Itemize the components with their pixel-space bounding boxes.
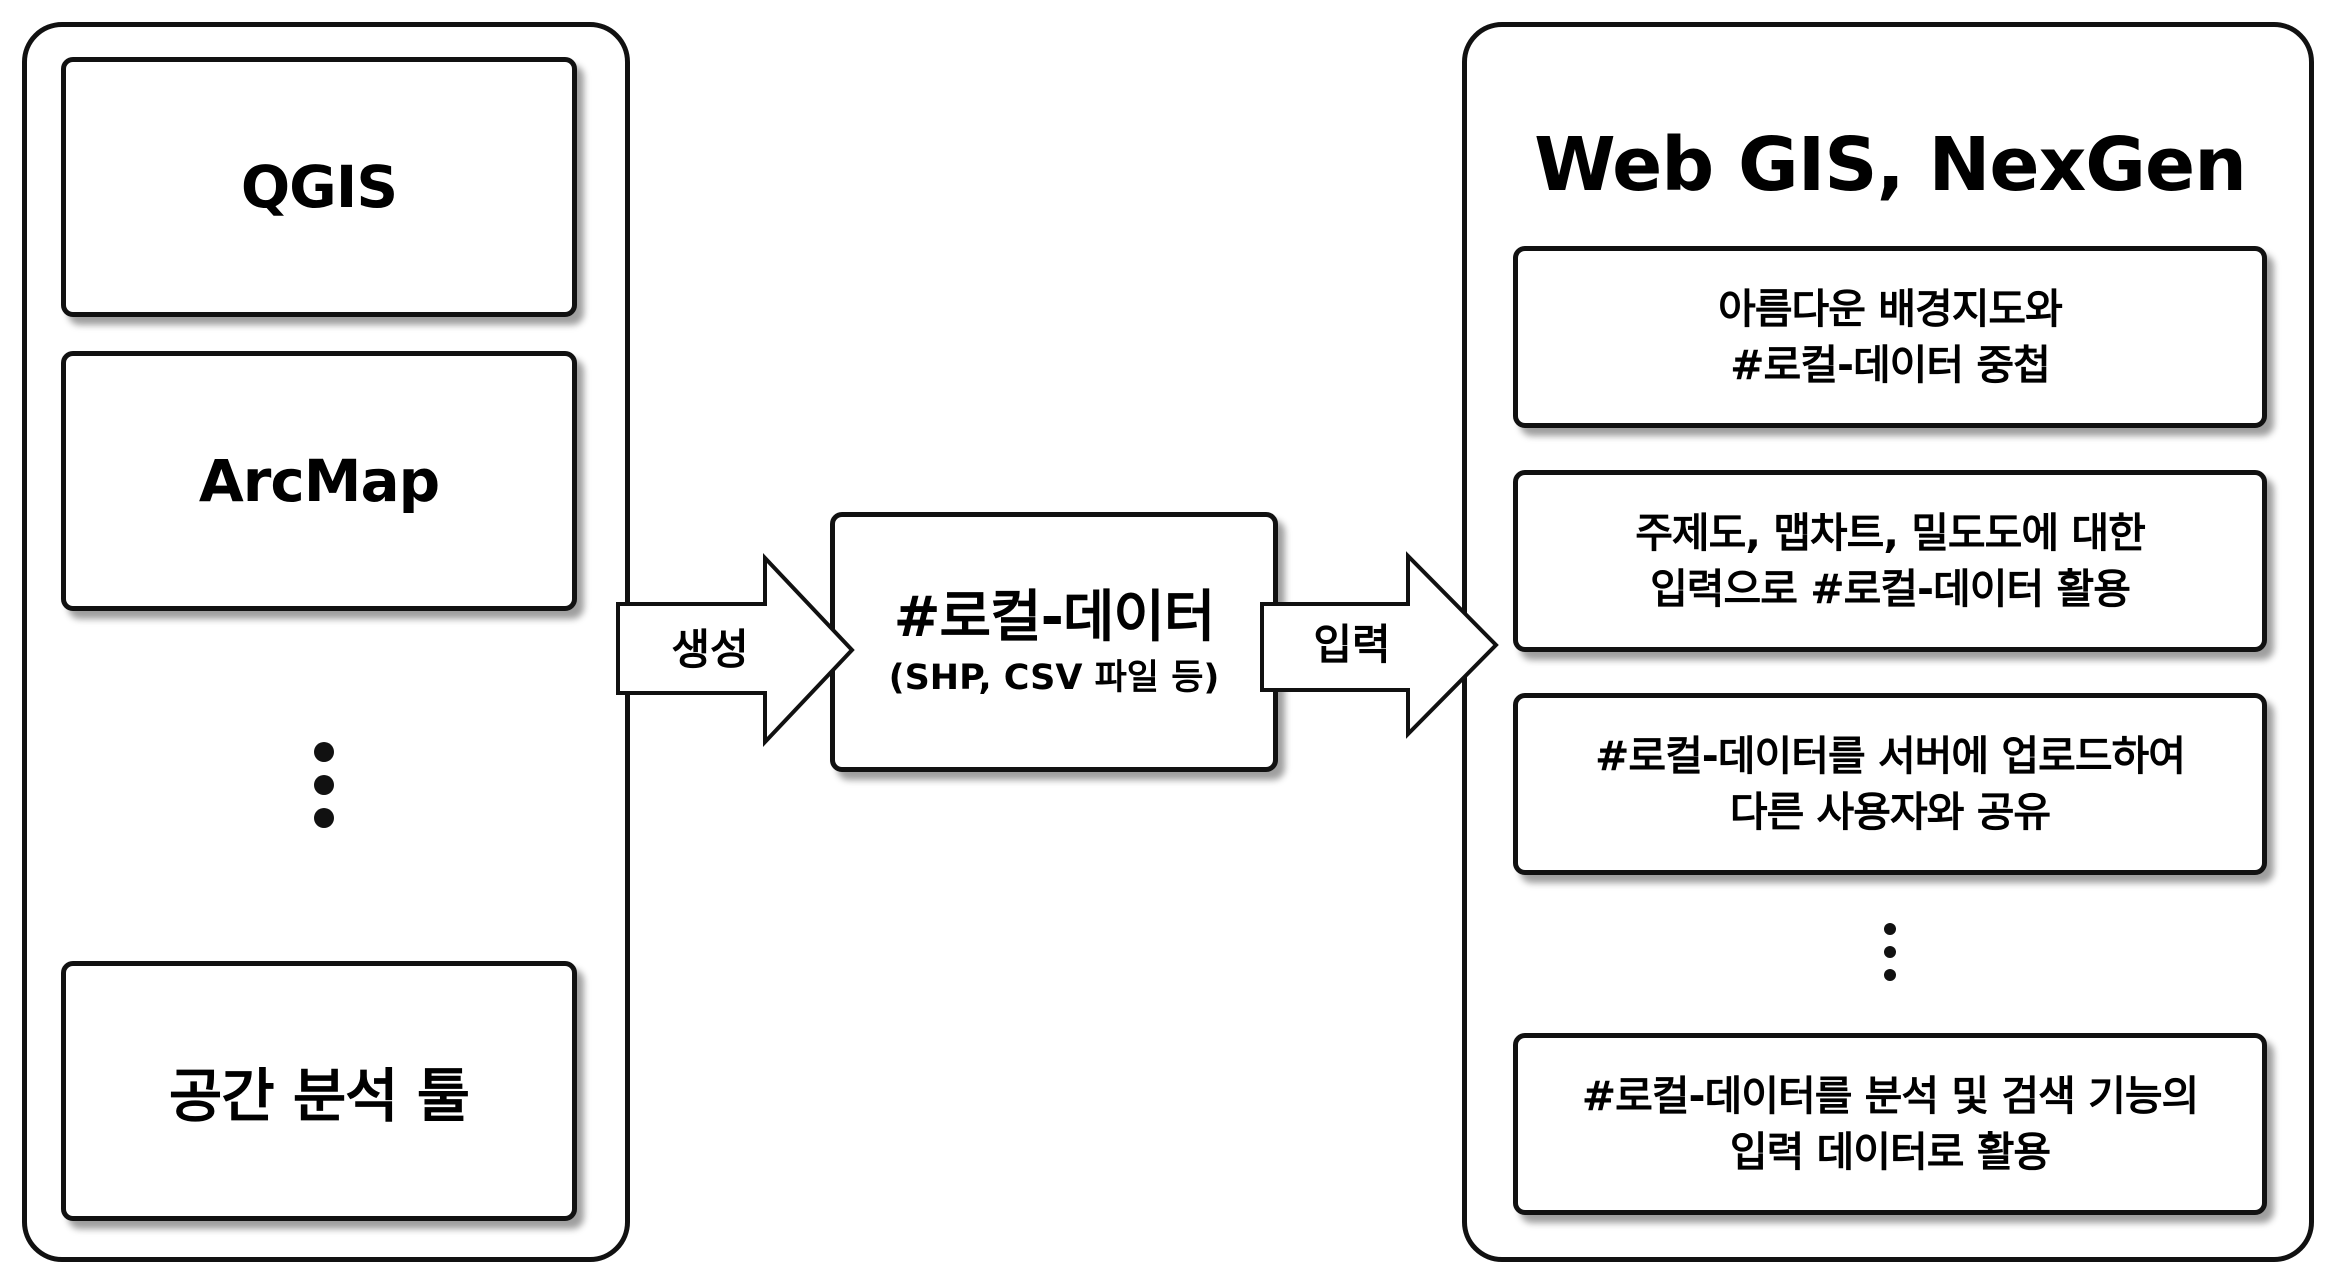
feature-box-basemap-overlay: 아름다운 배경지도와 #로컬-데이터 중첩 (1513, 246, 2267, 428)
feature-line: #로컬-데이터를 분석 및 검색 기능의 (1581, 1072, 2200, 1120)
tool-box-spatial-analysis: 공간 분석 툴 (61, 961, 577, 1221)
feature-box-analysis-search: #로컬-데이터를 분석 및 검색 기능의 입력 데이터로 활용 (1513, 1033, 2267, 1215)
ellipsis-icon (314, 742, 334, 828)
tool-box-arcmap: ArcMap (61, 351, 577, 611)
tool-box-qgis: QGIS (61, 57, 577, 317)
tool-label-arcmap: ArcMap (198, 447, 440, 515)
local-data-subtitle: (SHP, CSV 파일 등) (888, 658, 1220, 698)
tool-label-qgis: QGIS (240, 153, 398, 221)
local-data-title: #로컬-데이터 (893, 585, 1216, 650)
input-arrow-icon (1260, 551, 1499, 739)
generate-arrow-icon (616, 552, 855, 748)
ellipsis-icon (1884, 923, 1896, 981)
feature-line: 입력으로 #로컬-데이터 활용 (1650, 565, 2131, 613)
feature-line: 입력 데이터로 활용 (1729, 1128, 2051, 1176)
feature-line: 아름다운 배경지도와 (1718, 285, 2063, 333)
input-arrow-label: 입력 (1313, 620, 1391, 669)
feature-line: 다른 사용자와 공유 (1729, 788, 2051, 836)
webgis-title: Web GIS, NexGen (1534, 122, 2247, 208)
generate-arrow-label: 생성 (671, 625, 749, 674)
tool-label-spatial-analysis: 공간 분석 툴 (168, 1062, 470, 1130)
feature-line: #로컬-데이터를 서버에 업로드하여 (1595, 732, 2186, 780)
feature-line: #로컬-데이터 중첩 (1730, 341, 2051, 389)
feature-box-server-share: #로컬-데이터를 서버에 업로드하여 다른 사용자와 공유 (1513, 693, 2267, 875)
feature-box-thematic-map: 주제도, 맵차트, 밀도도에 대한 입력으로 #로컬-데이터 활용 (1513, 470, 2267, 652)
feature-line: 주제도, 맵차트, 밀도도에 대한 (1635, 509, 2146, 557)
